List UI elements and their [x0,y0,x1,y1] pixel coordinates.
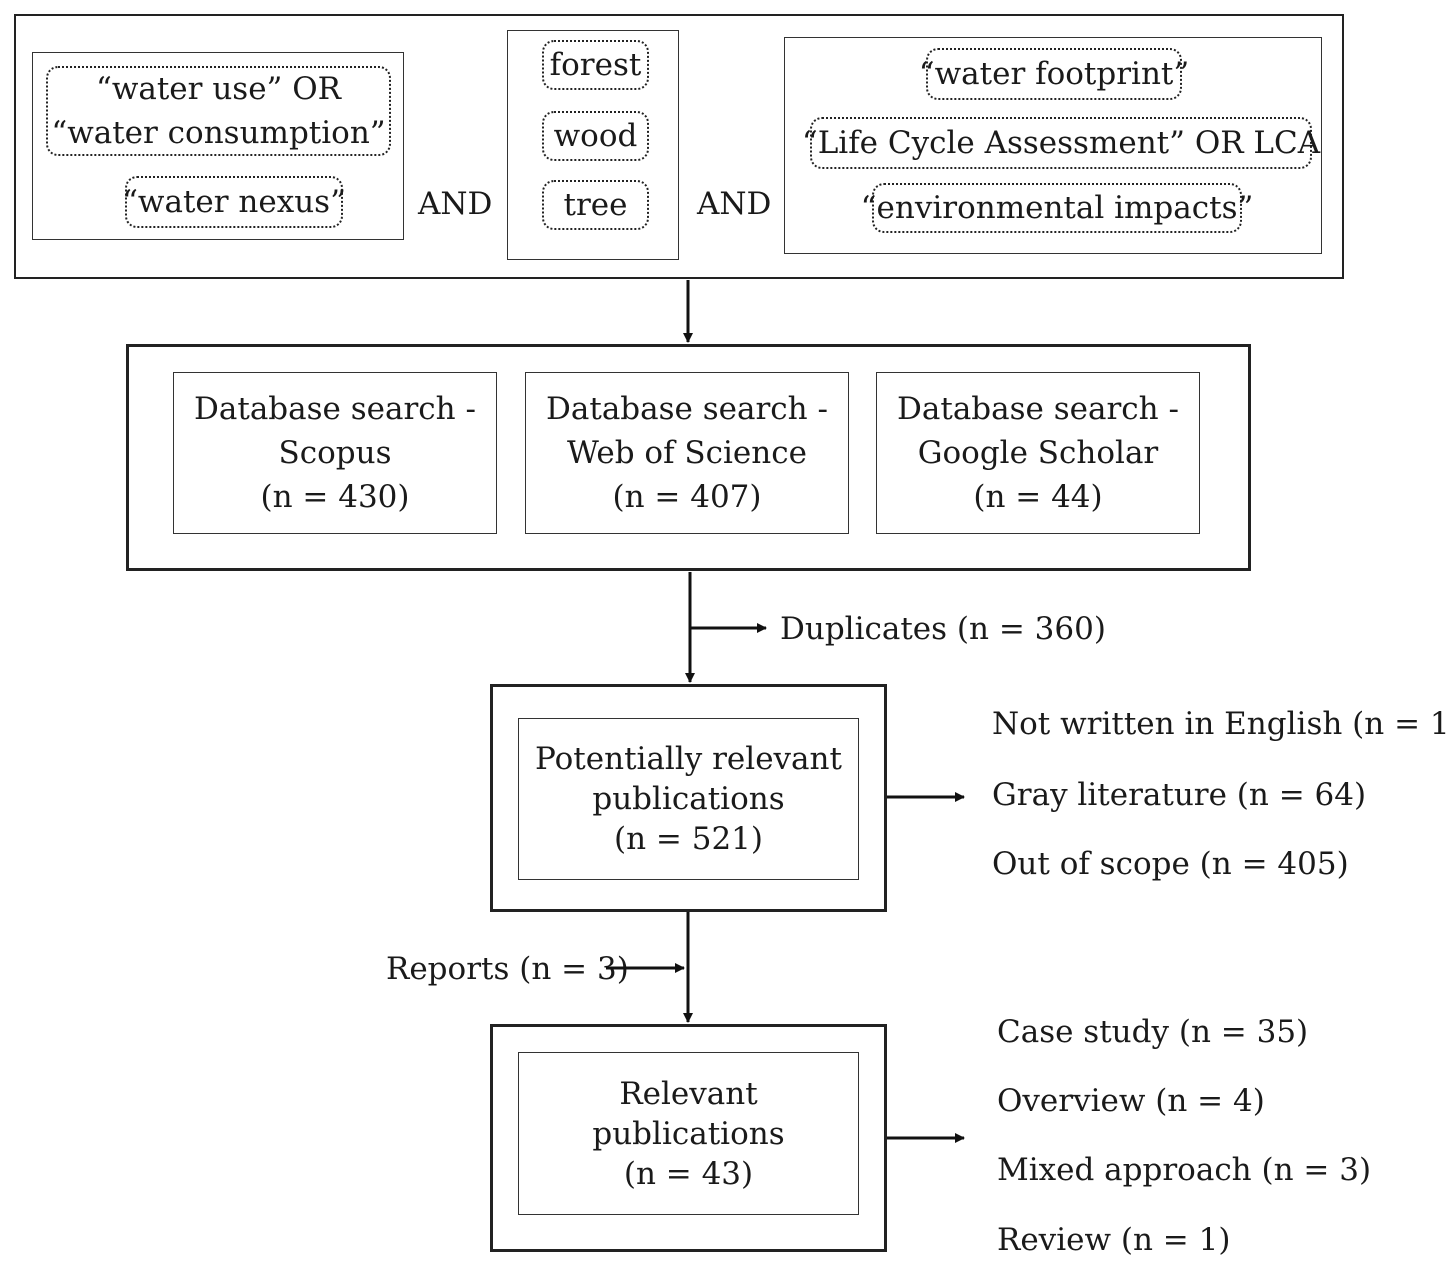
exclusion-out-of-scope: Out of scope (n = 405) [992,846,1349,882]
reports-label: Reports (n = 3) [386,951,629,987]
relevant-publications-inner: Relevant publications (n = 43) [518,1052,859,1215]
forest-label: forest [549,47,642,83]
scholar-count: (n = 44) [973,479,1103,515]
category-review: Review (n = 1) [997,1222,1231,1258]
database-scopus-box: Database search - Scopus (n = 430) [173,372,497,534]
potentially-relevant-inner: Potentially relevant publications (n = 5… [518,718,859,880]
water-footprint-term: “water footprint” [919,48,1189,100]
environmental-impacts-term: “environmental impacts” [861,183,1253,233]
relevant-line1: Relevant [619,1075,758,1112]
potentially-relevant-line2: publications [592,781,785,817]
potentially-relevant-line1: Potentially relevant [535,741,842,777]
potentially-relevant-count: (n = 521) [613,821,763,857]
wood-label: wood [553,118,638,154]
water-use-line2: “water consumption” [51,115,386,151]
scholar-line1: Database search - [897,391,1179,427]
tree-term: tree [542,180,649,230]
category-overview: Overview (n = 4) [997,1083,1265,1119]
wos-line1: Database search - [546,391,828,427]
lca-label: “Life Cycle Assessment” OR LCA [801,125,1321,161]
database-wos-box: Database search - Web of Science (n = 40… [525,372,849,534]
scopus-count: (n = 430) [260,479,410,515]
wos-line2: Web of Science [567,435,807,471]
scopus-line1: Database search - [194,391,476,427]
tree-label: tree [563,187,628,223]
database-scholar-box: Database search - Google Scholar (n = 44… [876,372,1200,534]
wood-term: wood [542,111,649,161]
relevant-count: (n = 43) [623,1155,754,1192]
category-mixed-approach: Mixed approach (n = 3) [997,1152,1372,1188]
relevant-line2: publications [592,1115,785,1152]
exclusion-gray-literature: Gray literature (n = 64) [992,777,1367,813]
category-case-study: Case study (n = 35) [997,1014,1309,1050]
exclusion-not-english: Not written in English (n = 12) [992,706,1450,742]
environmental-impacts-label: “environmental impacts” [860,190,1254,226]
water-footprint-label: “water footprint” [918,56,1190,92]
forest-term: forest [542,40,649,90]
water-use-term: “water use” OR “water consumption” [46,66,391,156]
and-operator-2: AND [697,186,772,222]
water-use-line1: “water use” OR [95,71,342,107]
and-operator-1: AND [418,186,493,222]
lca-term: “Life Cycle Assessment” OR LCA [802,117,1320,169]
water-nexus-term: “water nexus” [122,176,346,228]
scopus-line2: Scopus [278,435,392,471]
scholar-line2: Google Scholar [917,435,1159,471]
wos-count: (n = 407) [612,479,762,515]
water-nexus-label: “water nexus” [122,184,346,220]
duplicates-label: Duplicates (n = 360) [780,611,1106,647]
